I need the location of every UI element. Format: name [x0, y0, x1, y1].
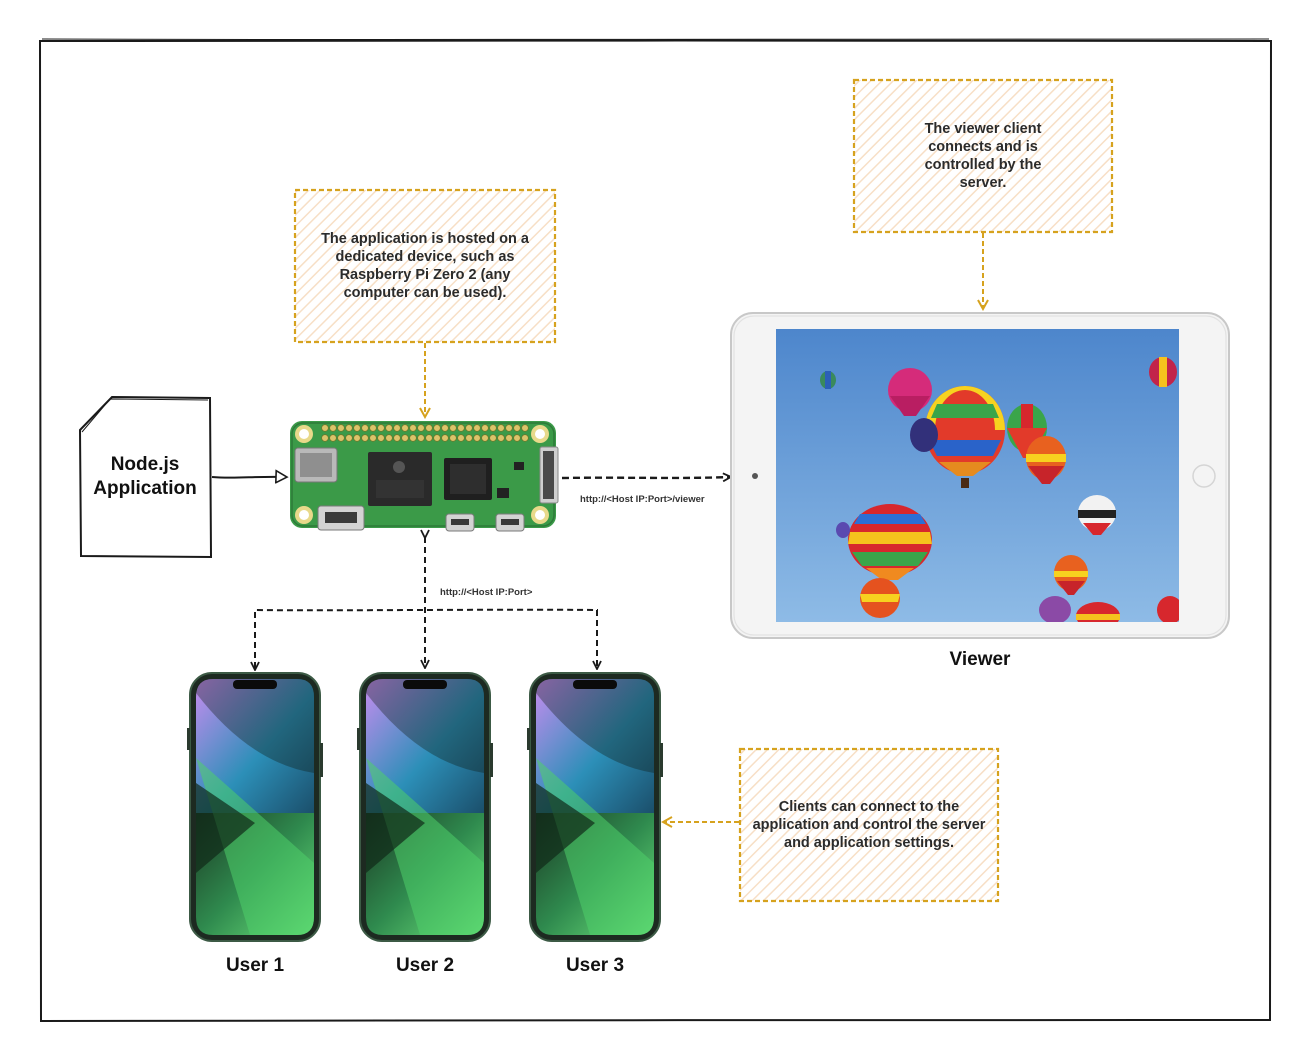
tablet-icon — [730, 312, 1230, 639]
pi-to-users-connectors — [255, 537, 597, 669]
viewer-url-label: http://<Host IP:Port>/viewer — [580, 494, 705, 505]
hosting-note-box — [293, 188, 557, 344]
clients-note-text: Clients can connect to the application a… — [752, 799, 986, 851]
hosting-note-text: The application is hosted on a dedicated… — [321, 231, 529, 301]
viewer-note-text: The viewer client connects and is contro… — [924, 121, 1042, 191]
viewer-note-box — [852, 78, 1114, 234]
nodejs-to-pi-arrow — [211, 477, 286, 478]
user-1-label: User 1 — [225, 955, 285, 976]
smartphone-icon — [187, 672, 323, 942]
user-2-label: User 2 — [395, 955, 455, 976]
nodejs-app-label: Node.js Application — [80, 453, 210, 501]
hot-air-balloons-photo — [776, 329, 1179, 622]
raspberry-pi-board-icon — [290, 421, 559, 532]
nodejs-app-label-line1: Node.js — [110, 454, 180, 475]
smartphone-icon — [527, 672, 663, 942]
smartphone-icon — [357, 672, 493, 942]
user-3-label: User 3 — [565, 955, 625, 976]
nodejs-app-label-line2: Application — [93, 478, 197, 499]
client-url-label: http://<Host IP:Port> — [440, 587, 533, 598]
clients-note-box — [738, 747, 1000, 903]
document-icon — [78, 395, 213, 559]
viewer-label: Viewer — [949, 649, 1011, 670]
